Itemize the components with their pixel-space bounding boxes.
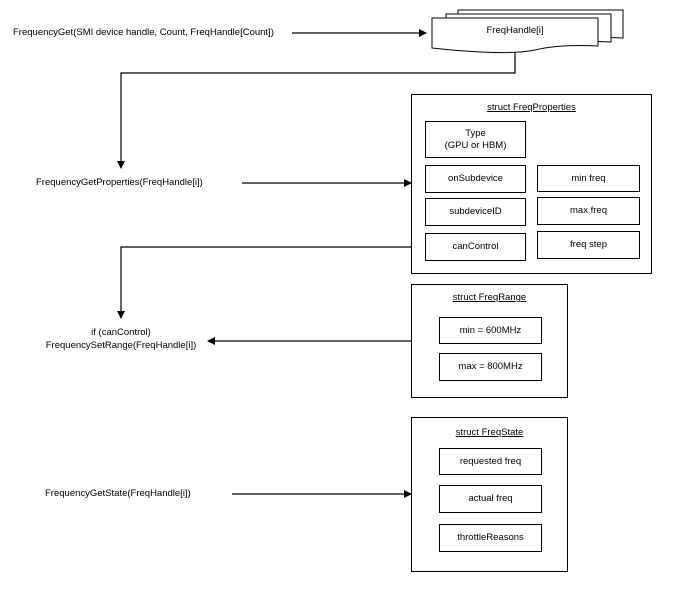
throttle-reasons-field: throttleReasons [439,524,542,552]
range-max-field: max = 800MHz [439,353,542,381]
arrow-cancontrol-to-setrange [117,246,425,319]
frequency-get-properties-call: FrequencyGetProperties(FreqHandle[i]) [36,177,203,188]
type-values: (GPU or HBM) [444,139,507,151]
freq-state-title: struct FreqState [455,427,524,438]
if-can-control-label: if (canControl) [91,327,151,338]
actual-freq-field: actual freq [439,485,542,513]
range-min-field: min = 600MHz [439,317,542,344]
arrow-handle-to-properties-call [117,52,516,169]
freq-handle-stack [431,9,624,54]
frequency-get-state-call: FrequencyGetState(FreqHandle[i]) [45,488,191,499]
type-label: Type [465,127,486,139]
freq-properties-title: struct FreqProperties [487,102,576,113]
min-freq-field: min freq [537,165,640,192]
requested-freq-field: requested freq [439,448,542,475]
freq-step-field: freq step [537,231,640,259]
freq-range-title: struct FreqRange [452,292,527,303]
frequency-set-range-call: FrequencySetRange(FreqHandle[i]) [45,340,197,351]
type-field: Type (GPU or HBM) [425,121,526,158]
can-control-field: canControl [425,233,526,261]
max-freq-field: max freq [537,197,640,225]
on-subdevice-field: onSubdevice [425,165,526,193]
freq-handle-label: FreqHandle[i] [486,25,544,36]
frequency-get-call: FrequencyGet(SMI device handle, Count, F… [13,27,274,38]
subdevice-id-field: subdeviceID [425,198,526,226]
